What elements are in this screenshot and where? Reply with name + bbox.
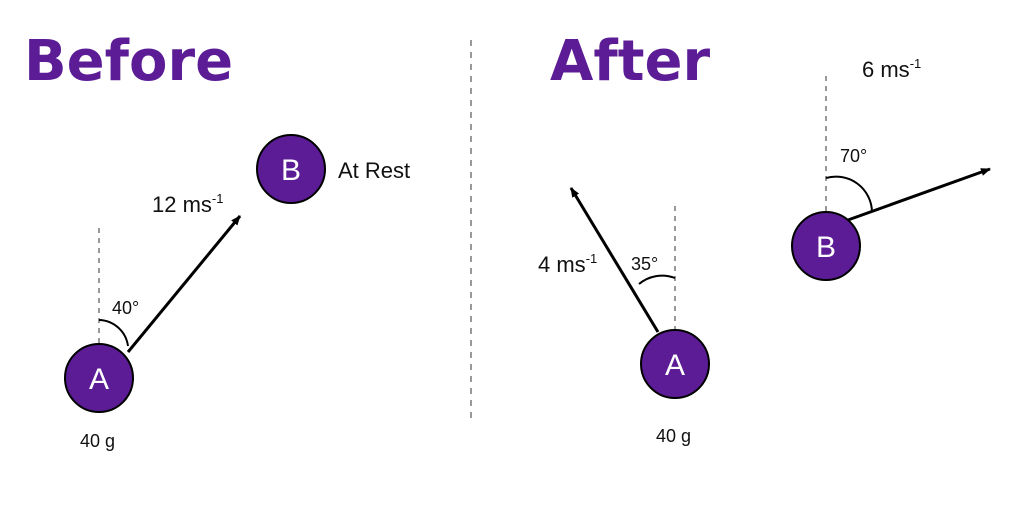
after-b-angle-arc — [825, 175, 873, 213]
before-ball-a-mass: 40 g — [80, 431, 115, 451]
before-a-velocity-label: 12 ms-1 — [152, 191, 223, 217]
before-ball-b — [256, 134, 326, 204]
after-ball-b-label: B — [816, 231, 836, 264]
after-b-angle-label: 70° — [840, 146, 867, 166]
before-ball-a-label: A — [89, 363, 109, 396]
after-ball-a-label: A — [665, 349, 685, 382]
after-ball-a-mass: 40 g — [656, 426, 691, 446]
before-ball-b-status: At Rest — [338, 158, 410, 183]
after-ball-a — [640, 329, 710, 399]
after-b-velocity-arrow — [847, 167, 991, 222]
after-ball-b — [791, 211, 861, 281]
after-heading: After — [550, 29, 710, 94]
after-a-velocity-label: 4 ms-1 — [538, 251, 597, 277]
before-ball-b-label: B — [281, 154, 301, 187]
before-ball-a — [64, 343, 134, 413]
before-a-angle-label: 40° — [112, 298, 139, 318]
after-a-angle-arc — [638, 274, 676, 285]
before-a-angle-arc — [98, 319, 129, 347]
before-a-velocity-arrow — [126, 215, 242, 353]
after-a-velocity-arrow — [569, 187, 660, 333]
after-b-velocity-label: 6 ms-1 — [862, 56, 921, 82]
after-a-angle-label: 35° — [631, 254, 658, 274]
before-heading: Before — [24, 29, 233, 94]
